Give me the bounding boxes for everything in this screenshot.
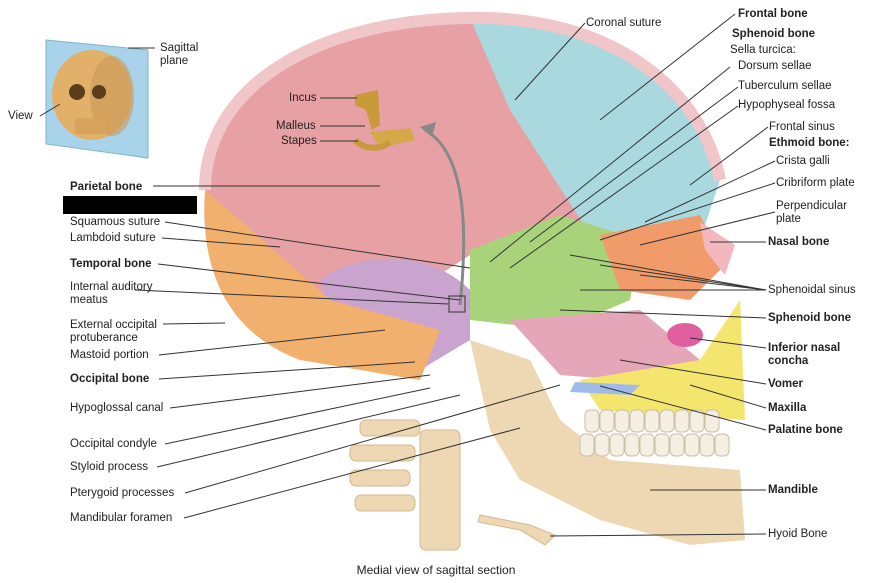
ossicles [352, 90, 415, 151]
label-malleus: Malleus [276, 120, 316, 132]
label-temporal-bone: Temporal bone [70, 258, 152, 270]
label-crista-galli: Crista galli [776, 155, 830, 167]
nasal-region [700, 222, 735, 275]
label-hypophyseal-fossa: Hypophyseal fossa [738, 99, 836, 111]
label-palatine-bone: Palatine bone [768, 424, 843, 436]
concha-region [667, 323, 703, 347]
label-sphenoidal-sinus: Sphenoidal sinus [768, 284, 856, 296]
label-hypoglossal-canal: Hypoglossal canal [70, 402, 164, 414]
label-vomer: Vomer [768, 378, 803, 390]
label-pterygoid-processes: Pterygoid processes [70, 487, 175, 499]
label-sella-turcica: Sella turcica: [730, 44, 796, 56]
label-mastoid-portion: Mastoid portion [70, 349, 149, 361]
label-ethmoid-bone: Ethmoid bone: [769, 137, 850, 149]
label-nasal-bone: Nasal bone [768, 236, 830, 248]
label-lambdoid-suture: Lambdoid suture [70, 232, 156, 244]
label-occipital-bone: Occipital bone [70, 373, 150, 385]
label-occipital-condyle: Occipital condyle [70, 438, 157, 450]
redaction-box [63, 196, 197, 214]
leader-lines [39, 47, 561, 519]
vomer-region [510, 310, 700, 385]
label-external-occipital-protuberance: External occipital protuberance [70, 319, 157, 344]
label-maxilla: Maxilla [768, 402, 807, 414]
label-mandible: Mandible [768, 484, 818, 496]
label-sagittal-plane: Sagittal plane [160, 42, 199, 67]
label-tuberculum-sellae: Tuberculum sellae [738, 80, 832, 92]
occipital-region [204, 190, 440, 380]
label-squamous-suture: Squamous suture [70, 216, 161, 228]
figure-caption: Medial view of sagittal section [356, 563, 516, 577]
label-sphenoid-bone-header: Sphenoid bone [732, 28, 816, 40]
label-frontal-bone: Frontal bone [738, 8, 808, 20]
label-mandibular-foramen: Mandibular foramen [70, 512, 173, 524]
teeth [579, 409, 730, 457]
label-hyoid-bone: Hyoid Bone [768, 528, 828, 540]
label-incus: Incus [289, 92, 317, 104]
cervical-vertebrae [349, 419, 461, 551]
label-perpendicular-plate: Perpendicular plate [776, 200, 847, 225]
frontal-region [470, 17, 720, 251]
label-cribriform-plate: Cribriform plate [776, 177, 855, 189]
label-sphenoid-bone: Sphenoid bone [768, 312, 852, 324]
label-internal-auditory-meatus: Internal auditory meatus [70, 281, 153, 306]
label-coronal-suture: Coronal suture [586, 17, 662, 29]
label-dorsum-sellae: Dorsum sellae [738, 60, 812, 72]
inset-sagittal-plane [45, 39, 149, 159]
label-view: View [8, 110, 33, 122]
label-parietal-bone: Parietal bone [70, 181, 143, 193]
label-inferior-nasal-concha: Inferior nasal concha [768, 342, 841, 367]
hyoid-shape [477, 514, 556, 546]
label-frontal-sinus: Frontal sinus [769, 121, 835, 133]
label-stapes: Stapes [281, 135, 317, 147]
label-styloid-process: Styloid process [70, 461, 148, 473]
